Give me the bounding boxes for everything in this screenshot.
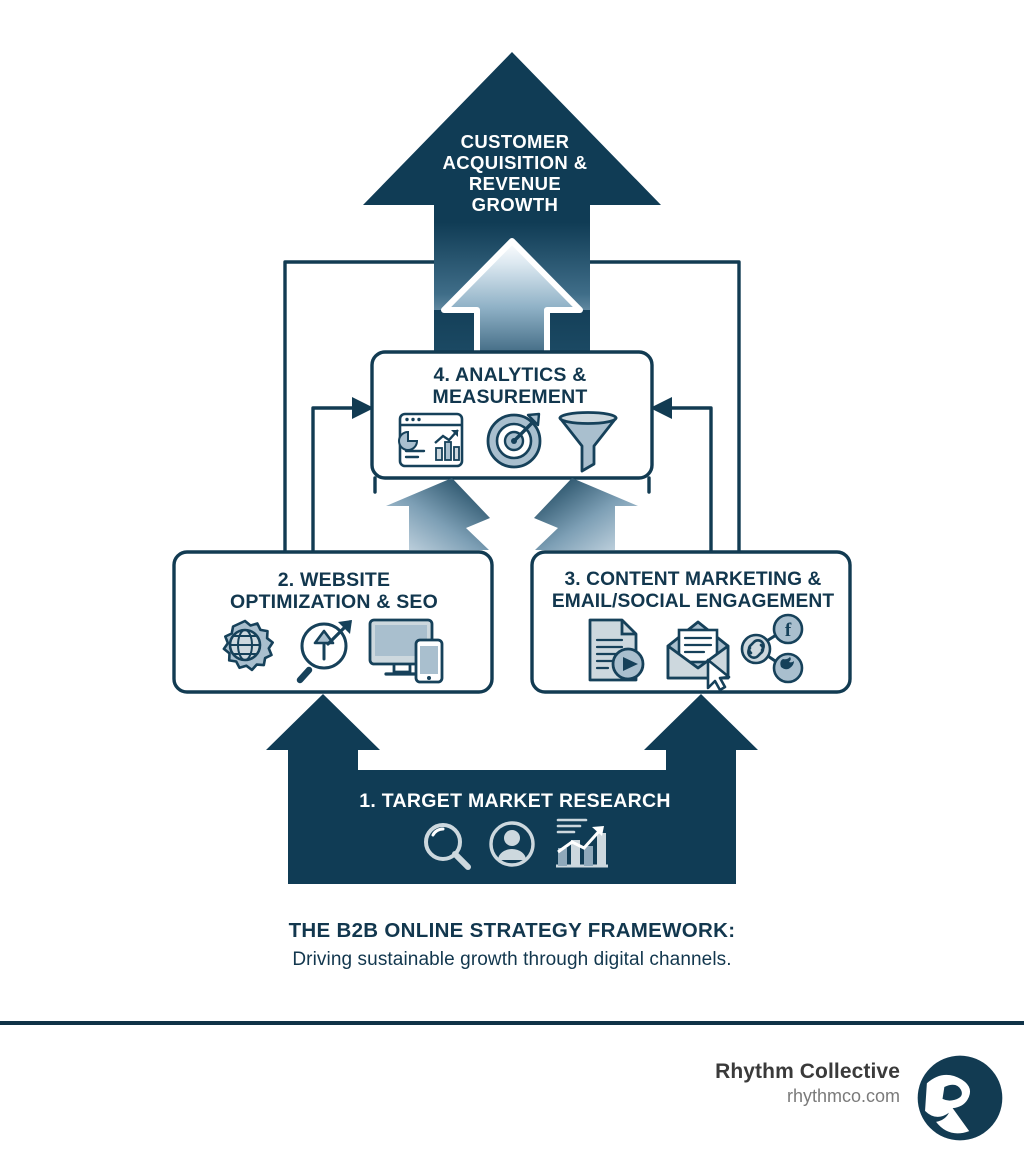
apex-line-3: REVENUE	[468, 173, 562, 195]
apex-label: CUSTOMER ACQUISITION & REVENUE GROWTH	[400, 131, 630, 215]
banner-target-market-research[interactable]	[266, 694, 758, 884]
box3-line-2: EMAIL/SOCIAL ENGAGEMENT	[551, 590, 835, 612]
globe-gear-icon	[222, 619, 274, 672]
funnel-icon	[558, 411, 618, 473]
box4-line-2: MEASUREMENT	[432, 386, 588, 409]
footer-text-block: Rhythm Collective rhythmco.com	[715, 1060, 900, 1107]
icon-row-website	[222, 618, 444, 684]
box-website-title: 2. WEBSITE OPTIMIZATION & SEO	[186, 569, 482, 613]
box-analytics-title: 4. ANALYTICS & MEASUREMENT	[380, 364, 640, 408]
box2-line-2: OPTIMIZATION & SEO	[230, 591, 438, 614]
arrowhead-inner-left	[352, 397, 374, 419]
magnifier-icon	[424, 823, 471, 870]
svg-text:f: f	[785, 620, 792, 641]
flow-arrow-website-to-analytics	[386, 478, 490, 550]
open-envelope-cursor-icon	[666, 620, 731, 692]
feedback-loop-connectors	[283, 260, 741, 558]
footer-website-url[interactable]: rhythmco.com	[786, 1086, 900, 1106]
rhythm-collective-logo	[917, 1055, 1003, 1141]
icon-row-research	[424, 818, 608, 870]
feedback-line-inner-left	[311, 406, 354, 558]
feedback-line-inner-right	[670, 406, 713, 558]
caption-subtitle: Driving sustainable growth through digit…	[292, 949, 732, 970]
caption-title: THE B2B ONLINE STRATEGY FRAMEWORK:	[288, 919, 736, 942]
box3-line-1: 3. CONTENT MARKETING &	[564, 569, 822, 590]
caption-block: THE B2B ONLINE STRATEGY FRAMEWORK: Drivi…	[0, 919, 1024, 971]
social-network-icon: f	[740, 613, 804, 684]
box-content-title: 3. CONTENT MARKETING & EMAIL/SOCIAL ENGA…	[540, 569, 846, 613]
apex-line-2: ACQUISITION &	[442, 152, 588, 174]
box2-line-1: 2. WEBSITE	[277, 569, 391, 591]
magnifier-arrow-icon	[296, 620, 352, 684]
user-persona-icon	[489, 821, 535, 867]
box4-line-1: 4. ANALYTICS &	[433, 364, 587, 386]
icon-row-analytics	[398, 411, 618, 473]
target-arrow-icon	[486, 412, 542, 469]
desktop-mobile-icon	[368, 618, 444, 684]
feedback-line-outer-right	[581, 260, 741, 558]
icon-row-content: f	[588, 613, 804, 692]
feedback-line-outer-left	[283, 260, 454, 558]
arrowhead-inner-right	[650, 397, 672, 419]
apex-line-4: GROWTH	[471, 194, 559, 216]
footer-divider	[0, 1021, 1024, 1025]
apex-line-1: CUSTOMER	[460, 131, 570, 152]
footer: Rhythm Collective rhythmco.com	[0, 1050, 1024, 1154]
apex-arrow-shape	[363, 52, 661, 365]
document-play-icon	[588, 618, 645, 682]
banner-research-title: 1. TARGET MARKET RESEARCH	[359, 790, 671, 812]
bar-chart-trend-icon	[556, 818, 608, 868]
flow-arrow-content-to-analytics	[534, 478, 638, 550]
dashboard-analytics-icon	[398, 412, 464, 468]
footer-brand-name: Rhythm Collective	[715, 1060, 900, 1083]
